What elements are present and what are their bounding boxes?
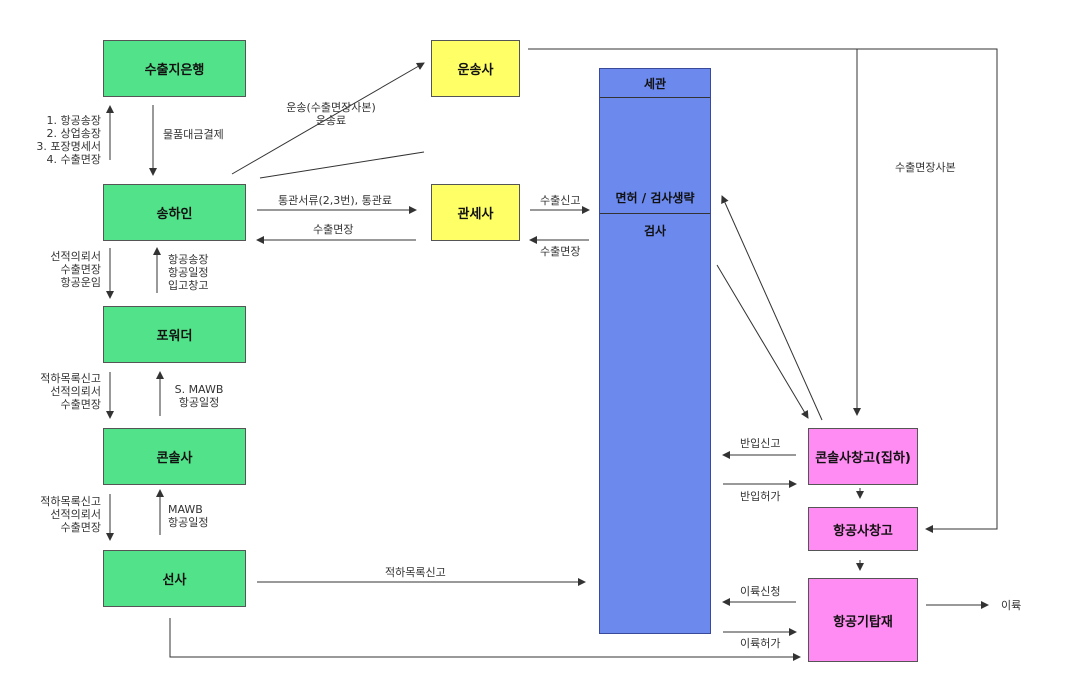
arrow-customs-to-consol-warehouse [716,264,809,419]
arrow-transporter-to-shipper [259,151,425,179]
label-forwarder-to-shipper: 항공송장 항공일정 입고창고 [168,253,209,292]
label-consol-to-forwarder: S. MAWB 항공일정 [174,383,224,409]
arrow-shipper-to-transporter [231,62,425,175]
label-carrier-to-consol: MAWB 항공일정 [168,503,209,529]
label-departure-permit: 이륙허가 [740,637,781,650]
label-forwarder-to-consol: 적하목록신고 선적의뢰서 수출면장 [40,372,101,411]
node-airline-warehouse: 항공사창고 [808,507,918,551]
label-departure-request: 이륙신청 [740,585,781,598]
node-consol-warehouse: 콘솔사창고(집하) [808,428,918,485]
label-carry-in-report: 반입신고 [740,437,781,450]
label-export-license-shipper: 수출면장 [313,223,354,236]
customs-title: 세관 [600,69,710,98]
node-consolidator: 콘솔사 [103,428,246,485]
node-forwarder: 포워더 [103,306,246,363]
node-transporter: 운송사 [431,40,520,97]
label-export-license-copy: 수출면장사본 [895,161,956,174]
node-customs: 세관 면허 / 검사생략 검사 [599,68,711,634]
label-carry-in-permit: 반입허가 [740,490,781,503]
arrow-license-copy-to-airline-warehouse [857,48,998,533]
label-transport-docs: 운송(수출면장사본) 운송료 [286,101,376,127]
node-customs-broker: 관세사 [431,184,520,241]
label-export-license-customs: 수출면장 [540,245,581,258]
node-export-bank: 수출지은행 [103,40,246,97]
customs-inspection: 검사 [643,223,667,238]
node-shipper: 송하인 [103,184,246,241]
node-carrier: 선사 [103,550,246,607]
label-clearance-docs: 통관서류(2,3번), 통관료 [278,194,393,207]
label-payment: 물품대금결제 [163,128,224,141]
label-manifest: 적하목록신고 [385,566,446,579]
label-shipper-to-forwarder: 선적의뢰서 수출면장 항공운임 [50,250,101,289]
customs-exemption: 면허 / 검사생략 [600,181,710,214]
arrow-carrier-to-aircraft [169,618,801,661]
arrow-consol-warehouse-to-customs [721,195,823,421]
node-aircraft-loading: 항공기탑재 [808,578,918,662]
label-consol-to-carrier: 적하목록신고 선적의뢰서 수출면장 [40,495,101,534]
label-bank-docs: 1. 항공송장 2. 상업송장 3. 포장명세서 4. 수출면장 [36,114,101,166]
label-takeoff: 이륙 [1001,599,1022,612]
label-export-declaration: 수출신고 [540,194,581,207]
